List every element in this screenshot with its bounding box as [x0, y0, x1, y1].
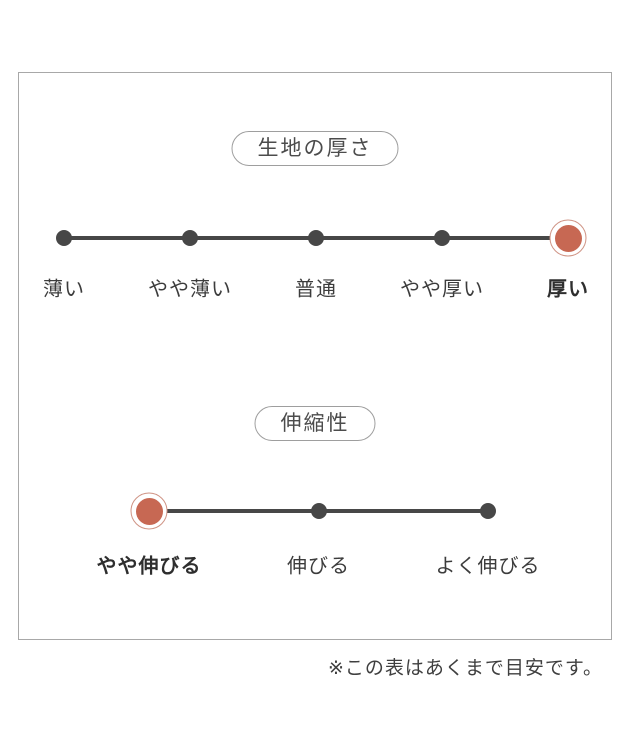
marker-dot — [56, 230, 72, 246]
marker-dot — [480, 503, 496, 519]
marker-dot — [182, 230, 198, 246]
marker-dot — [310, 503, 327, 519]
stretch-title: 伸縮性 — [280, 412, 350, 435]
marker-dot — [308, 230, 324, 246]
tick-label: 普通 — [295, 278, 337, 301]
tick-label: 伸びる — [287, 555, 350, 578]
tick-label-selected: やや伸びる — [96, 555, 202, 578]
thickness-title: 生地の厚さ — [257, 137, 373, 160]
selected-marker-dot — [549, 219, 587, 257]
tick-label-selected: 厚い — [547, 278, 589, 301]
stretch-title-pill: 伸縮性 — [254, 406, 376, 441]
selected-marker-dot — [130, 492, 168, 530]
tick-label: よく伸びる — [435, 555, 541, 578]
guide-panel: 生地の厚さ 薄い やや薄い 普通 やや厚い 厚い 伸縮性 やや伸びる 伸びる よく伸びる — [18, 72, 612, 640]
tick-label: やや薄い — [148, 278, 232, 301]
disclaimer-note: ※この表はあくまで目安です。 — [327, 658, 603, 679]
stretch-scale: 伸縮性 やや伸びる 伸びる よく伸びる — [19, 73, 611, 639]
thickness-scale: 生地の厚さ 薄い やや薄い 普通 やや厚い 厚い — [19, 73, 611, 639]
tick-label: 薄い — [43, 278, 85, 301]
thickness-track-line — [64, 236, 568, 240]
tick-label: やや厚い — [400, 278, 484, 301]
thickness-title-pill: 生地の厚さ — [231, 131, 399, 166]
marker-dot — [434, 230, 450, 246]
stretch-track-line — [149, 509, 488, 513]
